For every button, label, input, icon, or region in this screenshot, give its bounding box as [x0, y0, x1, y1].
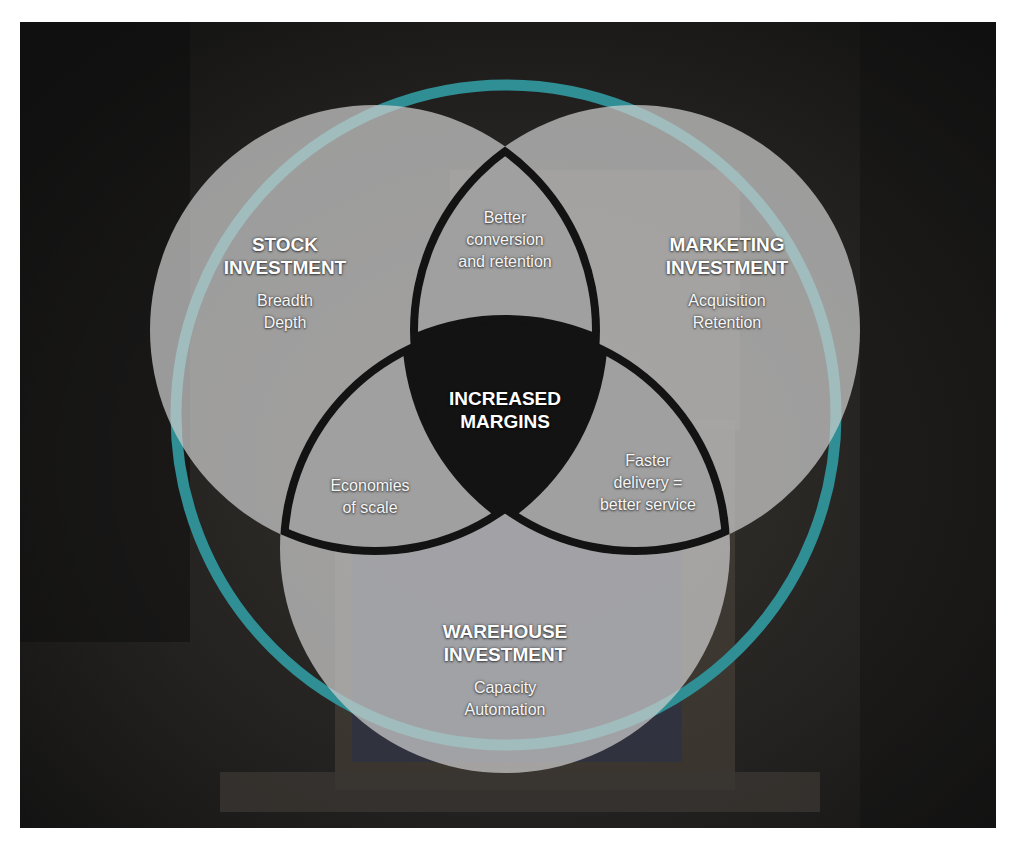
heading-text: STOCK INVESTMENT	[215, 233, 355, 279]
dark-band	[280, 323, 730, 773]
lens-fill	[288, 331, 722, 765]
text-stack: MARKETING INVESTMENT Acquisition Retentio…	[657, 233, 797, 334]
body-text: Acquisition Retention	[682, 290, 772, 334]
center-region: INCREASED MARGINS	[435, 387, 575, 433]
overlap-lens: Faster delivery = better service	[598, 450, 698, 516]
dark-band	[280, 323, 730, 773]
dark-overlap	[280, 105, 860, 773]
wall-shadow	[860, 22, 996, 828]
photo-frame	[20, 22, 996, 828]
floor-mat	[220, 772, 820, 812]
text-stack: STOCK INVESTMENT Breadth Depth	[215, 233, 355, 334]
overlap-lens: Economies of scale	[326, 475, 414, 519]
text-stack: Faster delivery = better service	[598, 450, 698, 516]
lens-shapes	[288, 113, 852, 765]
heading-text: MARKETING INVESTMENT	[657, 233, 797, 279]
text-stack: INCREASED MARGINS	[435, 387, 575, 433]
lens-fill	[288, 331, 722, 765]
body-text: Capacity Automation	[458, 677, 553, 721]
dark-band	[410, 105, 860, 555]
text-stack: WAREHOUSE INVESTMENT Capacity Automation	[435, 620, 575, 721]
body-text: Economies of scale	[326, 475, 414, 519]
text-stack: Better conversion and retention	[455, 207, 555, 273]
heading-text: INCREASED MARGINS	[435, 387, 575, 433]
body-text: Faster delivery = better service	[598, 450, 698, 516]
body-text: Better conversion and retention	[455, 207, 555, 273]
heading-text: WAREHOUSE INVESTMENT	[435, 620, 575, 666]
lens-fill	[418, 113, 852, 547]
circle-fill	[280, 323, 730, 773]
overlap-lens: Better conversion and retention	[455, 207, 555, 273]
body-text: Breadth Depth	[245, 290, 325, 334]
text-stack: Economies of scale	[326, 475, 414, 519]
